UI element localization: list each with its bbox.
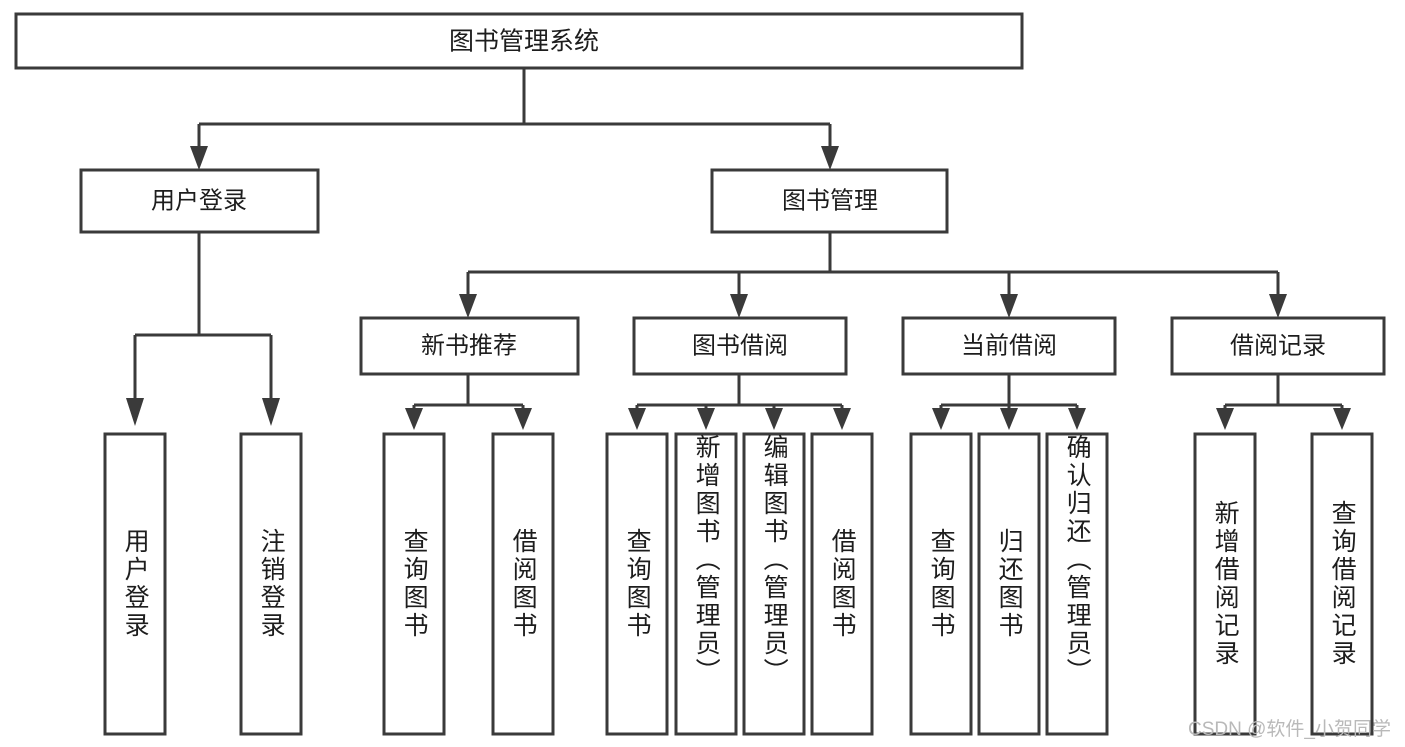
node-new-book-recommend-label: 新书推荐 [421,332,517,359]
connector-root-to-level2 [190,68,839,170]
node-root-system[interactable]: 图书管理系统 [14,12,1024,70]
leaf-box-current-confirm[interactable] [1045,432,1109,736]
node-user-login[interactable]: 用户登录 [79,168,320,234]
leaf-box-user-login-logout[interactable] [239,432,303,736]
connector-borrowrecord-to-leaves [1216,374,1351,430]
leaf-box-newbook-query[interactable] [382,432,446,736]
node-current-borrow-label: 当前借阅 [961,332,1057,359]
node-root-system-label: 图书管理系统 [449,28,599,56]
connector-newbook-to-leaves [405,374,532,430]
leaf-box-borrow-lend[interactable] [810,432,874,736]
leaf-box-newbook-borrow[interactable] [491,432,555,736]
node-book-management-label: 图书管理 [782,187,878,214]
leaf-box-user-login-login[interactable] [103,432,167,736]
connector-bookborrow-to-leaves [628,374,851,430]
leaf-boxes [103,432,1374,736]
node-borrow-record[interactable]: 借阅记录 [1170,316,1386,376]
leaf-box-current-return[interactable] [977,432,1041,736]
connector-userlogin-to-leaves [126,232,280,426]
node-borrow-record-label: 借阅记录 [1230,332,1326,359]
node-book-borrow-label: 图书借阅 [692,332,788,359]
leaf-box-record-add[interactable] [1193,432,1257,736]
node-user-login-label: 用户登录 [151,187,247,214]
leaf-box-borrow-edit[interactable] [742,432,806,736]
node-book-management[interactable]: 图书管理 [710,168,949,234]
csdn-watermark: CSDN @软件_小贺同学 [1188,719,1391,740]
connector-bookmgmt-to-level3 [459,232,1287,318]
node-current-borrow[interactable]: 当前借阅 [901,316,1117,376]
node-book-borrow[interactable]: 图书借阅 [632,316,848,376]
leaf-box-record-query[interactable] [1310,432,1374,736]
leaf-box-current-query[interactable] [909,432,973,736]
node-new-book-recommend[interactable]: 新书推荐 [359,316,580,376]
connector-currentborrow-to-leaves [932,374,1086,430]
leaf-box-borrow-query[interactable] [605,432,669,736]
leaf-box-borrow-add[interactable] [674,432,738,736]
